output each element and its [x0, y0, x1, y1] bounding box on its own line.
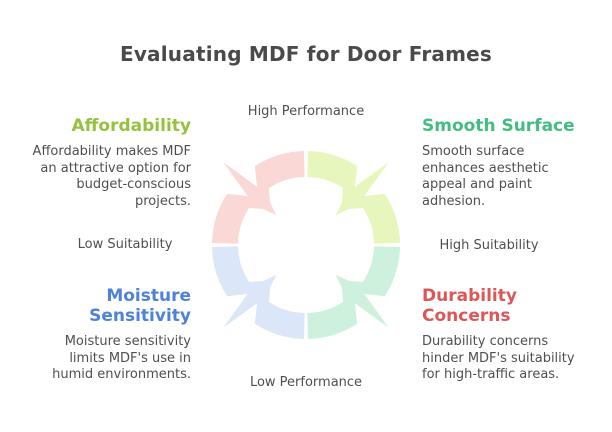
axis-label-bottom: Low Performance — [249, 375, 363, 390]
axis-label-right: High Suitability — [439, 238, 539, 253]
wheel-arrow-top-left — [212, 151, 305, 244]
smooth-surface-description: Smooth surface enhances aesthetic appeal… — [422, 144, 549, 209]
page-title: Evaluating MDF for Door Frames — [119, 42, 493, 66]
wheel-arrow-bottom-right — [307, 246, 400, 339]
quadrant-top-right: Smooth Surface Smooth surface enhances a… — [422, 116, 588, 210]
durability-concerns-description: Durability concerns hinder MDF's suitabi… — [422, 334, 575, 383]
cycle-arrows-diagram — [212, 151, 400, 339]
wheel-arrow-top-right — [307, 151, 400, 244]
quadrant-bottom-right: Durability Concerns Durability concerns … — [422, 286, 590, 384]
smooth-surface-heading: Smooth Surface — [422, 116, 575, 136]
moisture-sensitivity-description: Moisture sensitivity limits MDF's use in… — [52, 334, 191, 383]
durability-concerns-heading: Durability Concerns — [422, 286, 517, 327]
affordability-heading: Affordability — [71, 116, 192, 136]
affordability-description: Affordability makes MDF an attractive op… — [32, 144, 191, 209]
wheel-arrow-bottom-left — [212, 246, 305, 339]
quadrant-bottom-left: Moisture Sensitivity Moisture sensitivit… — [28, 286, 191, 384]
axis-label-top: High Performance — [247, 104, 365, 119]
axis-label-left: Low Suitability — [77, 237, 173, 252]
quadrant-top-left: Affordability Affordability makes MDF an… — [28, 116, 191, 210]
moisture-sensitivity-heading: Moisture Sensitivity — [89, 286, 191, 327]
